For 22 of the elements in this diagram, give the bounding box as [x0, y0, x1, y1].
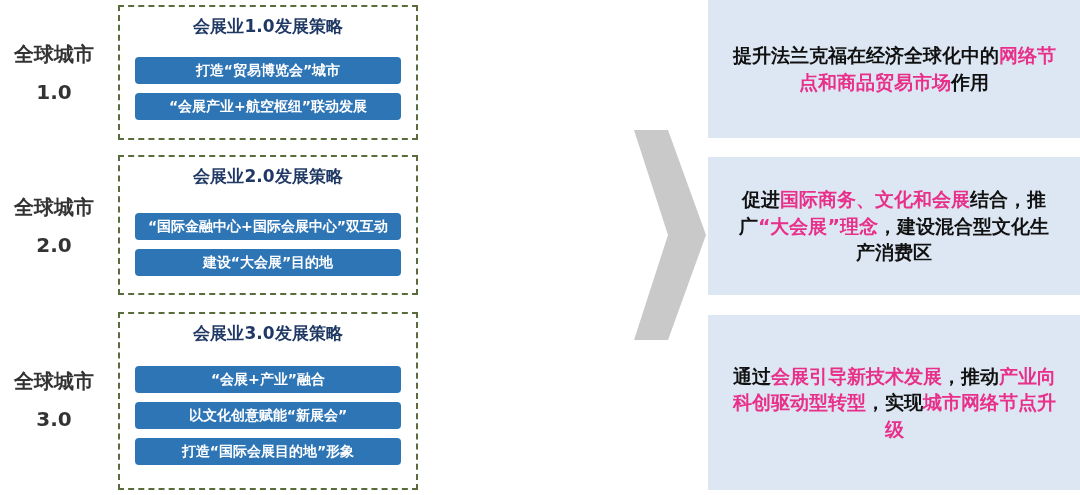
stage-label: 全球城市2.0: [13, 194, 95, 259]
outcome-panel: [708, 0, 1080, 138]
dashed-group-box: [118, 312, 418, 490]
outcome-panel: [708, 157, 1080, 295]
dashed-group-box: [118, 155, 418, 295]
outcome-text: 通过会展引导新技术发展，推动产业向科创驱动型转型，实现城市网络节点升级: [731, 363, 1057, 442]
strategy-bar: 以文化创意赋能“新展会”: [135, 402, 401, 429]
outcome-panel: [708, 315, 1080, 490]
strategy-bar: 建设“大会展”目的地: [135, 249, 401, 276]
strategy-bar: 打造“国际会展目的地”形象: [135, 438, 401, 465]
dashed-group-box: [118, 5, 418, 140]
stage-label: 全球城市1.0: [13, 41, 95, 106]
strategy-bar: 打造“贸易博览会”城市: [135, 57, 401, 84]
strategy-bar: “会展+产业”融合: [135, 366, 401, 393]
outcome-text: 促进国际商务、文化和会展结合，推广“大会展”理念，建设混合型文化生产消费区: [738, 187, 1050, 266]
group-title: 会展业1.0发展策略: [192, 15, 344, 38]
group-title: 会展业3.0发展策略: [192, 322, 344, 345]
stage-label: 全球城市3.0: [13, 368, 95, 433]
strategy-bar: “国际金融中心+国际会展中心”双互动: [135, 213, 401, 240]
strategy-bar: “会展产业+航空枢纽”联动发展: [135, 93, 401, 120]
group-title: 会展业2.0发展策略: [192, 165, 344, 188]
outcome-text: 提升法兰克福在经济全球化中的网络节点和商品贸易市场作用: [731, 43, 1057, 95]
